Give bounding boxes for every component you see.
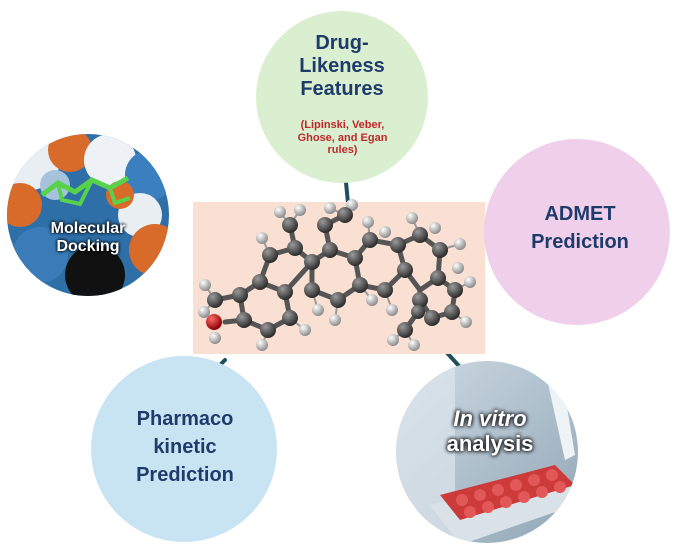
drug-likeness-title-line-1: Drug- (315, 32, 369, 54)
molecular-docking-image (7, 134, 169, 296)
docking-title: Molecular Docking (18, 220, 158, 257)
drug-likeness-circle (256, 11, 428, 183)
admet-title-line-1: ADMET (544, 203, 616, 225)
pharmaco-circle (91, 356, 277, 542)
molecule-3d-model (198, 199, 476, 351)
pharmaco-title-line-3: Prediction (136, 464, 234, 486)
pharmaco-title-line-2: kinetic (153, 436, 217, 458)
docking-title-line-1: Molecular (50, 220, 126, 237)
in-vitro-title-line-2: analysis (446, 431, 534, 457)
oxygen-atom (206, 314, 222, 330)
admet-title: ADMET Prediction (505, 200, 655, 256)
pharmaco-title-line-1: Pharmaco (136, 408, 234, 430)
drug-likeness-title-line-2: Likeness (299, 55, 385, 77)
drug-likeness-subtitle-line-1: (Lipinski, Veber, (300, 119, 385, 131)
admet-title-line-2: Prediction (531, 231, 629, 253)
drug-likeness-title: Drug- Likeness Features (272, 32, 412, 101)
drug-likeness-subtitle-line-2: Ghose, and Egan (297, 131, 388, 144)
pharmaco-title: Pharmaco kinetic Prediction (110, 405, 260, 489)
admet-circle (484, 139, 670, 325)
drug-likeness-subtitle-line-3: rules) (327, 144, 358, 157)
in-vitro-title: In vitro analysis (430, 406, 550, 457)
docking-title-line-2: Docking (56, 238, 120, 256)
in-vitro-title-line-1: In vitro (453, 406, 527, 431)
drug-likeness-subtitle: (Lipinski, Veber, Ghose, and Egan rules) (280, 119, 405, 157)
drug-likeness-title-line-3: Features (300, 78, 384, 100)
